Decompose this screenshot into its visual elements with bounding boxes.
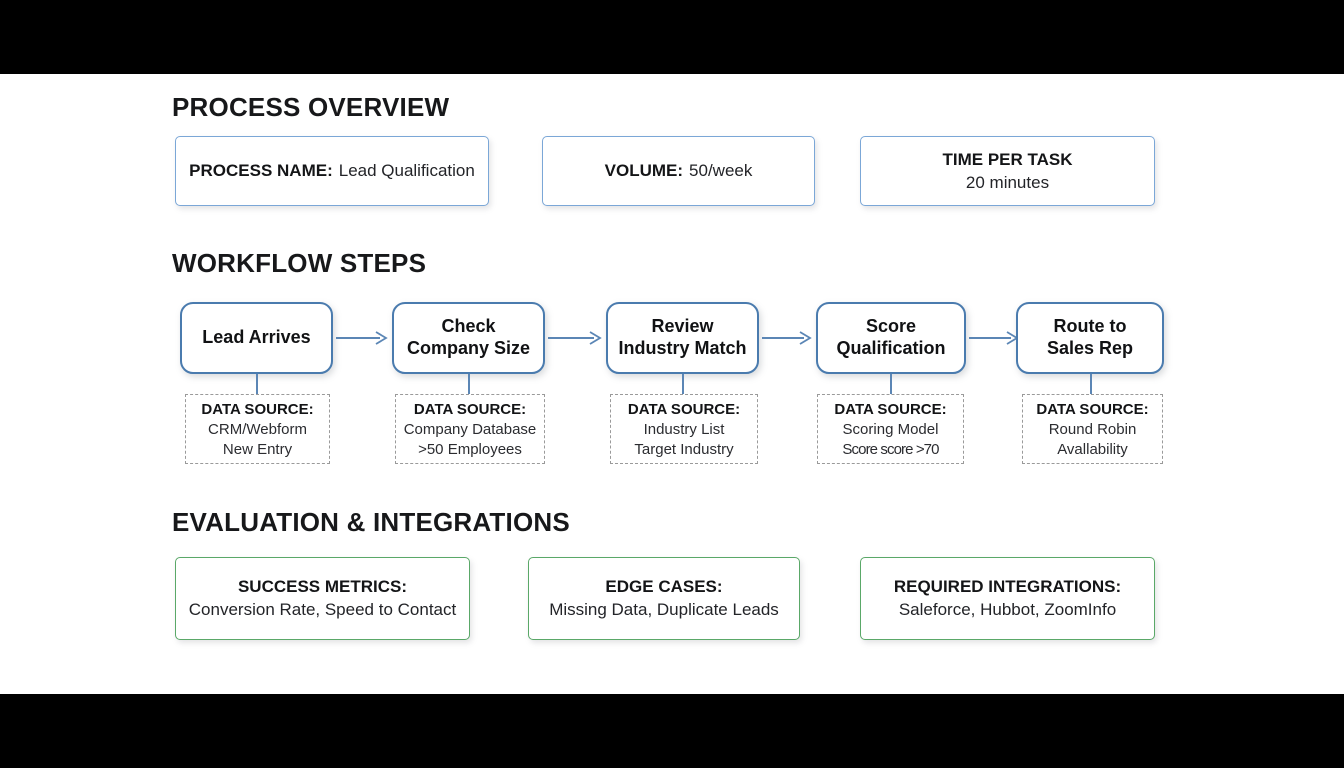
evaluation-card-edge-cases-label: EDGE CASES:	[605, 577, 723, 596]
data-source-line-1: Scoring Model	[842, 420, 939, 438]
overview-card-volume-value: 50/week	[689, 161, 753, 180]
section-title-process-overview: PROCESS OVERVIEW	[172, 92, 450, 122]
workflow-step-title-line2: Industry Match	[618, 338, 747, 358]
data-source-box-step-3: DATA SOURCE: Industry List Target Indust…	[610, 394, 758, 464]
workflow-step-title: Route to	[1053, 316, 1127, 337]
workflow-step-title: Check	[441, 316, 496, 337]
workflow-step-title-line2: Sales Rep	[1046, 338, 1134, 358]
data-source-line-1: Company Database	[403, 420, 537, 438]
overview-card-time-per-task-value: 20 minutes	[965, 172, 1050, 192]
data-source-heading: DATA SOURCE:	[627, 400, 741, 418]
data-source-heading: DATA SOURCE:	[201, 400, 314, 418]
connector-line-step-2	[468, 374, 470, 398]
data-source-heading: DATA SOURCE:	[1036, 400, 1149, 418]
data-source-line-1: Industry List	[643, 420, 725, 438]
connector-line-step-5	[1090, 374, 1092, 398]
section-title-workflow-steps: WORKFLOW STEPS	[172, 248, 427, 278]
connector-line-step-1	[256, 374, 258, 398]
overview-card-time-per-task-label: TIME PER TASK	[942, 149, 1073, 169]
overview-card-time-per-task: TIME PER TASK 20 minutes	[860, 136, 1155, 206]
connector-line-step-3	[682, 374, 684, 398]
overview-card-volume: VOLUME: 50/week	[542, 136, 815, 206]
data-source-box-step-5: DATA SOURCE: Round Robin Avallability	[1022, 394, 1163, 464]
overview-card-process-name: PROCESS NAME: Lead Qualification	[175, 136, 489, 206]
overview-card-process-name-value: Lead Qualification	[338, 161, 475, 180]
data-source-line-2: Target Industry	[634, 441, 734, 459]
workflow-step-score-qualification: Score Qualification	[816, 302, 966, 374]
flow-arrow-1	[336, 331, 390, 345]
workflow-step-review-industry-match: Review Industry Match	[606, 302, 759, 374]
flow-arrow-2	[548, 331, 604, 345]
data-source-heading: DATA SOURCE:	[834, 400, 947, 418]
data-source-heading: DATA SOURCE:	[413, 400, 527, 418]
overview-card-volume-label: VOLUME:	[604, 161, 684, 180]
section-title-evaluation-integrations: EVALUATION & INTEGRATIONS	[172, 507, 570, 537]
data-source-line-2: New Entry	[222, 441, 293, 459]
evaluation-card-success-metrics-label: SUCCESS METRICS:	[237, 577, 408, 596]
data-source-line-2: Avallability	[1057, 441, 1128, 459]
letterbox-bottom	[0, 694, 1344, 768]
connector-line-step-4	[890, 374, 892, 398]
evaluation-card-required-integrations: REQUIRED INTEGRATIONS: Saleforce, Hubbot…	[860, 557, 1155, 640]
data-source-box-step-4: DATA SOURCE: Scoring Model Score score >…	[817, 394, 964, 464]
flow-arrow-4	[969, 331, 1021, 345]
data-source-line-2: >50 Employees	[418, 441, 522, 459]
evaluation-card-edge-cases-value: Missing Data, Duplicate Leads	[549, 600, 779, 619]
data-source-box-step-2: DATA SOURCE: Company Database >50 Employ…	[395, 394, 545, 464]
workflow-step-title: Review	[651, 316, 714, 337]
workflow-step-title: Lead Arrives	[202, 327, 311, 348]
evaluation-card-edge-cases: EDGE CASES: Missing Data, Duplicate Lead…	[528, 557, 800, 640]
flow-arrow-3	[762, 331, 814, 345]
data-source-line-1: Round Robin	[1048, 420, 1137, 438]
data-source-line-1: CRM/Webform	[208, 420, 307, 438]
evaluation-card-required-integrations-label: REQUIRED INTEGRATIONS:	[893, 577, 1122, 596]
evaluation-card-success-metrics-value: Conversion Rate, Speed to Contact	[188, 600, 457, 619]
workflow-step-title-line2: Qualification	[836, 338, 946, 358]
evaluation-card-success-metrics: SUCCESS METRICS: Conversion Rate, Speed …	[175, 557, 470, 640]
workflow-step-check-company-size: Check Company Size	[392, 302, 545, 374]
data-source-line-2: Score score >70	[842, 441, 939, 459]
workflow-step-title: Score	[865, 316, 917, 337]
data-source-box-step-1: DATA SOURCE: CRM/Webform New Entry	[185, 394, 330, 464]
diagram-canvas: PROCESS OVERVIEW PROCESS NAME: Lead Qual…	[0, 74, 1344, 694]
workflow-step-title-line2: Company Size	[406, 338, 531, 358]
overview-card-process-name-label: PROCESS NAME:	[189, 161, 333, 180]
workflow-step-route-to-sales-rep: Route to Sales Rep	[1016, 302, 1164, 374]
workflow-step-lead-arrives: Lead Arrives	[180, 302, 333, 374]
evaluation-card-required-integrations-value: Saleforce, Hubbot, ZoomInfo	[898, 600, 1117, 619]
letterbox-top	[0, 0, 1344, 74]
